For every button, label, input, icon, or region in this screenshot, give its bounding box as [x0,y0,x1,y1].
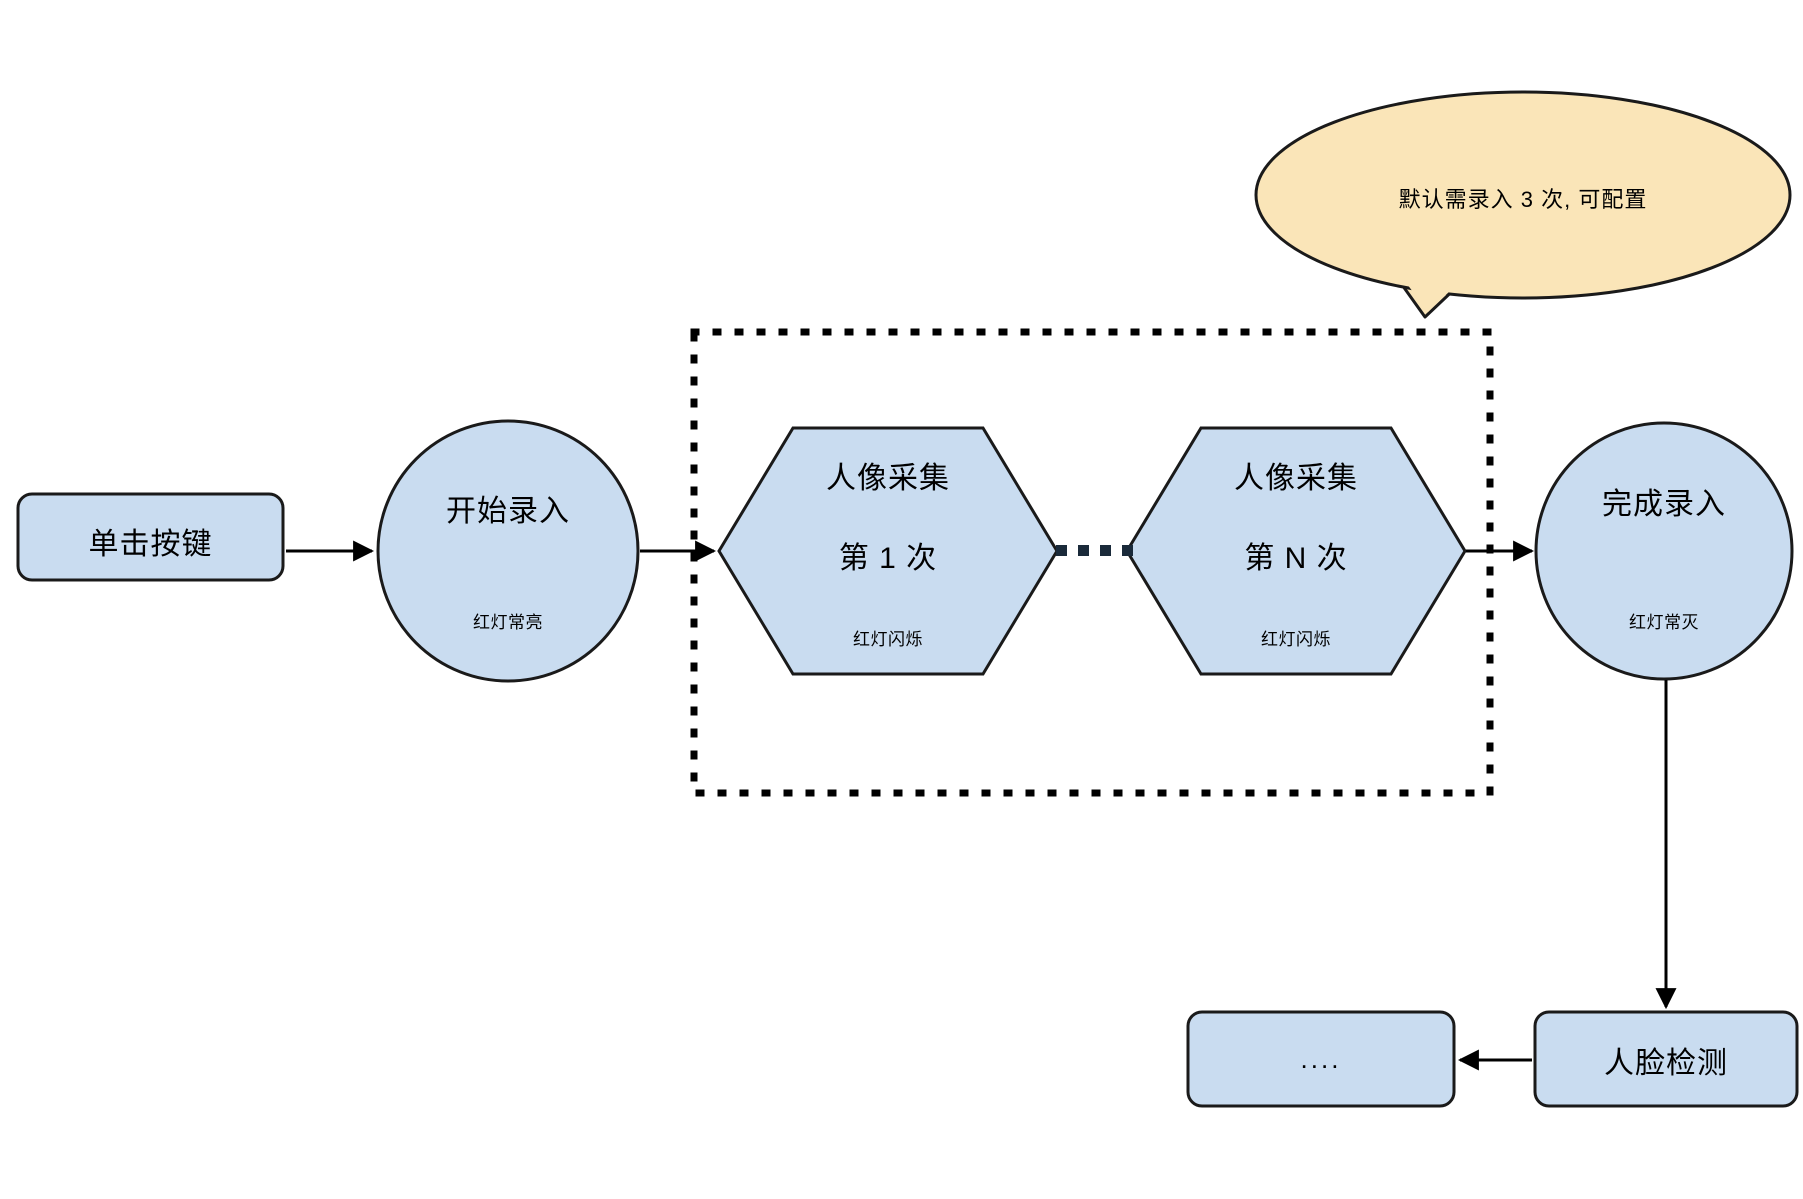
node-button-press-shape[interactable] [16,492,285,582]
node-start-enroll-shape[interactable] [376,419,640,683]
callout-bubble-shape [1254,90,1792,300]
loop-separator-dots [1056,545,1133,556]
capture-loop-region [690,328,1494,797]
node-capture-first-shape[interactable] [717,426,1059,676]
node-capture-nth-shape[interactable] [1125,426,1467,676]
node-face-detect-shape[interactable] [1533,1010,1799,1108]
callout-bubble-tail-cover [1398,268,1474,312]
node-more-steps-shape[interactable] [1186,1010,1456,1108]
node-finish-enroll-shape[interactable] [1534,421,1794,681]
